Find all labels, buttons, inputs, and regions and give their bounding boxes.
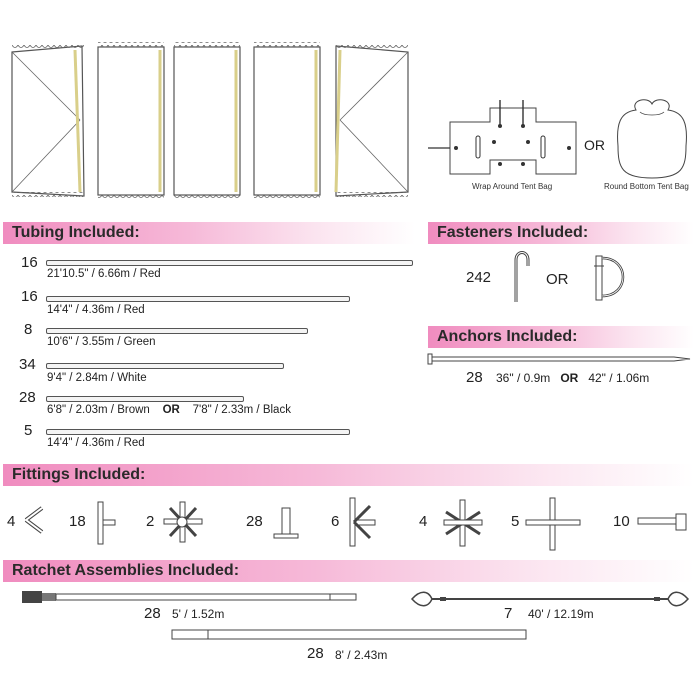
five-way-fitting-icon [349,497,376,547]
tent-side-panel-3 [253,46,321,196]
fasteners-header: Fasteners Included: [428,222,694,244]
bags-or-label: OR [584,137,605,153]
wrap-bag-label: Wrap Around Tent Bag [472,182,553,191]
fasteners-or: OR [546,271,569,288]
six-way-fitting-icon [163,501,203,543]
fitting-qty: 4 [7,513,16,530]
tent-side-panel-2 [173,46,241,196]
base-plate-fitting-icon [273,507,299,539]
tube-bar [46,363,284,369]
ratchets-title: Ratchet Assemblies Included: [12,562,240,579]
fittings-title: Fittings Included: [12,466,146,483]
tee-fitting-icon [97,501,116,545]
fitting-qty: 6 [331,513,340,530]
anchors-spec-b: 42" / 1.06m [588,371,650,385]
anchors-or: OR [560,371,579,385]
ratchets-header: Ratchet Assemblies Included: [3,560,694,582]
anchors-title: Anchors Included: [437,328,578,345]
two-way-fitting-icon [24,506,44,534]
cable-qty: 7 [504,605,513,622]
tubing-spec: 21'10.5" / 6.66m / Red [47,268,161,280]
ratchet-bar-spec: 8' / 2.43m [335,648,388,662]
ratchet-strap-spec: 5' / 1.52m [172,607,225,621]
tubing-qty: 16 [21,288,38,305]
end-connector-icon [637,513,687,531]
tube-bar [46,296,350,302]
ratchet-bar-qty: 28 [307,645,324,662]
tent-panels-illustration [11,42,409,200]
j-hook-pin-icon [514,251,530,302]
fitting-qty: 5 [511,513,520,530]
fasteners-qty: 242 [466,269,492,286]
tube-bar [46,260,413,266]
ratchet-strap-qty: 28 [144,605,161,622]
anchors-spec: 36" / 0.9m OR 42" / 1.06m [496,371,649,385]
round-bottom-tent-bag-icon [617,99,687,179]
tube-bar [46,328,308,334]
cross-fitting-icon [525,497,581,551]
tubing-qty: 5 [24,422,33,439]
tubing-qty: 8 [24,321,33,338]
tubing-spec: 14'4" / 4.36m / Red [47,437,145,449]
lynch-pin-icon [594,255,625,301]
cable-spec: 40' / 12.19m [528,607,594,621]
tubing-spec: 10'6" / 3.55m / Green [47,336,156,348]
tubing-spec: 6'8" / 2.03m / Brown OR 7'8" / 2.33m / B… [47,404,291,416]
tube-bar [46,396,244,402]
fitting-qty: 10 [613,513,630,530]
fasteners-title: Fasteners Included: [437,224,589,241]
tubing-header: Tubing Included: [3,222,415,244]
tubing-qty: 28 [19,389,36,406]
cable-assembly-icon [410,591,690,607]
tent-end-panel-left [11,45,85,197]
crown-fitting-icon [443,499,483,547]
tubing-or: OR [162,404,180,416]
anchors-header: Anchors Included: [428,326,694,348]
wrap-around-tent-bag-icon [428,100,577,175]
ratchet-bar-icon [171,629,527,640]
tubing-qty: 16 [21,254,38,271]
round-bag-label: Round Bottom Tent Bag [604,182,689,191]
anchors-qty: 28 [466,369,483,386]
tent-end-panel-right [334,45,409,197]
tubing-spec: 9'4" / 2.84m / White [47,372,147,384]
fitting-qty: 28 [246,513,263,530]
fitting-qty: 4 [419,513,428,530]
anchors-spec-a: 36" / 0.9m [496,371,551,385]
tubing-spec: 14'4" / 4.36m / Red [47,304,145,316]
tubing-title: Tubing Included: [12,224,140,241]
fitting-qty: 2 [146,513,155,530]
tubing-qty: 34 [19,356,36,373]
tube-bar [46,429,350,435]
tent-side-panel-1 [97,46,165,196]
fittings-header: Fittings Included: [3,464,694,486]
ratchet-strap-icon [22,591,357,603]
tubing-spec-b: 7'8" / 2.33m / Black [192,404,291,416]
tubing-spec-a: 6'8" / 2.03m / Brown [47,404,150,416]
stake-anchor-icon [427,353,691,365]
fitting-qty: 18 [69,513,86,530]
